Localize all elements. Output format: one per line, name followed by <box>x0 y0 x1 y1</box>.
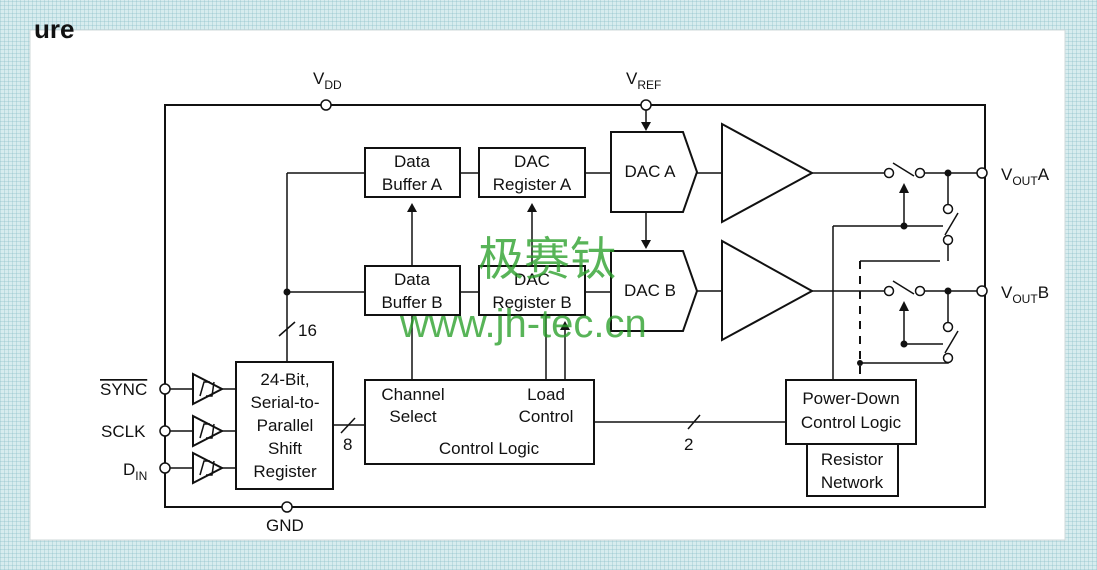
dac-ab-arrow <box>641 240 651 249</box>
vref-arrow <box>641 122 651 131</box>
pd-b-res <box>860 362 949 364</box>
sync-label: SYNC <box>100 380 147 399</box>
load-control-line1: Load <box>527 385 565 404</box>
data-buffer-a-line2: Buffer A <box>382 175 443 194</box>
vdd-label: VDD <box>313 69 342 92</box>
reg-ab-arrow <box>527 203 537 212</box>
bus8-slash <box>340 417 356 434</box>
ctrl-b-arrow <box>899 301 909 311</box>
shunt-a-node1 <box>942 203 954 215</box>
shift-register-line1: 24-Bit, <box>260 370 309 389</box>
bus2-label: 2 <box>684 435 693 454</box>
din-label: DIN <box>123 460 147 483</box>
load-arrow <box>560 321 570 330</box>
schmitt-icon <box>199 423 215 439</box>
header-fragment: ure <box>34 14 74 44</box>
resistor-network-line1: Resistor <box>821 450 884 469</box>
vouta-label: VOUTA <box>1001 165 1050 188</box>
gnd-pin <box>281 501 293 513</box>
power-down-control <box>785 379 917 445</box>
amplifier-b <box>721 239 815 342</box>
schmitt-icon <box>199 381 215 397</box>
power-down-line2: Control Logic <box>801 413 902 432</box>
channel-select-line2: Select <box>389 407 437 426</box>
dac-register-a-line1: DAC <box>514 152 550 171</box>
bus16-label: 16 <box>298 321 317 340</box>
power-down-line1: Power-Down <box>802 389 899 408</box>
shunt-a-node2 <box>942 234 954 246</box>
dac-register-a-line2: Register A <box>493 175 572 194</box>
shift-register-line3: Parallel <box>257 416 314 435</box>
bus8-label: 8 <box>343 435 352 454</box>
load-control-line2: Control <box>519 407 574 426</box>
switch-a-node1 <box>883 167 895 179</box>
switch-b-node2 <box>914 285 926 297</box>
amplifier-a <box>721 122 815 224</box>
sclk-pin <box>159 425 171 437</box>
dac-b <box>610 250 699 332</box>
schmitt-icon <box>199 460 215 476</box>
watermark-chinese: 极赛钛 <box>478 232 616 286</box>
switch-a-blade <box>892 162 915 177</box>
shunt-b-node2 <box>942 352 954 364</box>
vref-label: VREF <box>626 69 661 92</box>
dac-register-b-line1: DAC <box>514 270 550 289</box>
voutb-pin <box>976 285 988 297</box>
shunt-b-node1 <box>942 321 954 333</box>
bus-junction <box>283 288 291 296</box>
switch-b-node1 <box>883 285 895 297</box>
dac-a <box>610 131 699 213</box>
shift-register-line2: Serial-to- <box>251 393 320 412</box>
bus2-slash <box>687 414 701 430</box>
voutb-label: VOUTB <box>1001 283 1049 306</box>
ctrl-b-junction <box>900 340 908 348</box>
din-pin <box>159 462 171 474</box>
dac-a-label: DAC A <box>624 162 676 181</box>
ctrl-a-arrow <box>899 183 909 193</box>
buf-ab-arrow <box>407 203 417 212</box>
dac-b-label: DAC B <box>624 281 676 300</box>
shunt-b-blade <box>944 330 959 354</box>
vouta-pin <box>976 167 988 179</box>
sclk-label: SCLK <box>101 422 146 441</box>
vref-pin <box>640 99 652 111</box>
switch-b-blade <box>892 280 915 295</box>
channel-select-line1: Channel <box>381 385 444 404</box>
shift-register <box>235 361 334 490</box>
vdd-pin <box>320 99 332 111</box>
data-buffer-a-line1: Data <box>394 152 430 171</box>
sync-pin <box>159 383 171 395</box>
bus16-slash <box>278 321 296 337</box>
resistor-network <box>806 443 899 497</box>
ic-outline <box>164 104 986 508</box>
shift-register-line5: Register <box>253 462 317 481</box>
data-buffer-b-line1: Data <box>394 270 430 289</box>
shunt-a-blade <box>944 212 959 236</box>
shift-register-line4: Shift <box>268 439 302 458</box>
dac-register-b <box>478 265 586 316</box>
data-buffer-b-line2: Buffer B <box>381 293 442 312</box>
watermark-url: www.jh-tec.cn <box>399 302 647 346</box>
control-logic-label: Control Logic <box>439 439 540 458</box>
gnd-label: GND <box>266 516 304 535</box>
resistor-network-line2: Network <box>821 473 884 492</box>
pd-b-junction <box>857 360 863 366</box>
control-logic <box>364 379 595 465</box>
switch-a-node2 <box>914 167 926 179</box>
dac-register-b-line2: Register B <box>492 293 571 312</box>
